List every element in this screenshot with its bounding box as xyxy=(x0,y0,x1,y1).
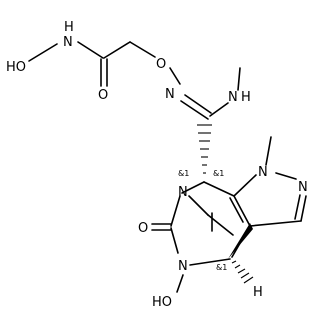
bond-ho-n-top xyxy=(28,43,58,62)
hashed-bond-c4-h xyxy=(231,260,254,284)
bond-n2-c3-2 xyxy=(294,194,301,220)
wedge-bond-c4 xyxy=(228,223,253,259)
atom-carbonyl-o-top: O xyxy=(98,88,108,103)
atom-carbonyl-o-bottom: O xyxy=(138,221,148,236)
bond-imine-2 xyxy=(184,94,212,114)
bond-nh-methyl xyxy=(237,67,241,91)
bond-carbonyl-ch2 xyxy=(103,41,131,59)
atom-hydroxamic-n: N xyxy=(63,35,73,50)
bond-c8-c8a xyxy=(203,181,235,197)
bond-n7-c6 xyxy=(170,195,181,227)
bond-n2-c3-1 xyxy=(300,195,307,222)
bond-lines xyxy=(28,41,307,293)
bond-oxime-o-n xyxy=(169,67,181,85)
atom-pyrazole-n2: N xyxy=(298,180,308,195)
atom-amidine-n: N xyxy=(228,90,238,105)
stereo-label-3: &1 xyxy=(216,263,227,272)
bond-n5-c4 xyxy=(189,258,231,266)
bond-c3a-c8a-1 xyxy=(233,195,251,227)
atom-ho-top: HO xyxy=(6,60,26,75)
stereo-labels: &1 &1 &1 xyxy=(178,169,227,272)
bond-imine-1 xyxy=(180,100,209,120)
atom-pyrazole-n1: N xyxy=(258,165,268,180)
hashed-bond-c8-amidine xyxy=(197,124,212,174)
atom-bridgehead-h: H xyxy=(253,285,263,300)
atom-amidine-h: H xyxy=(241,90,251,105)
bond-n-carbonyl-top xyxy=(77,41,104,59)
bond-ch2-oxime-o xyxy=(129,41,156,58)
atom-oxime-o: O xyxy=(156,57,166,72)
atom-imine-n: N xyxy=(165,87,175,102)
bond-amidine-c-nh xyxy=(209,102,229,117)
bond-c8-n7 xyxy=(181,181,205,194)
bond-c3-c3a xyxy=(249,220,302,227)
bond-n1-n2 xyxy=(275,172,297,180)
bond-n7-bridge xyxy=(188,195,209,216)
stereo-label-1: &1 xyxy=(178,169,189,178)
bond-n5-oh xyxy=(176,274,184,293)
bond-c6-n5 xyxy=(170,227,179,254)
bond-c8-n1 xyxy=(233,174,257,197)
atom-bridge-n: N xyxy=(178,185,188,200)
atom-labels: N H HO O O N N H N N N O N HO H xyxy=(6,20,308,310)
atom-hydroxamic-h: H xyxy=(64,20,74,35)
stereo-label-2: &1 xyxy=(213,169,224,178)
bond-c3a-c8a-2 xyxy=(229,197,244,223)
atom-urea-n: N xyxy=(178,259,188,274)
atom-ho-bottom: HO xyxy=(152,295,172,310)
bond-n1-methyl xyxy=(265,136,272,166)
